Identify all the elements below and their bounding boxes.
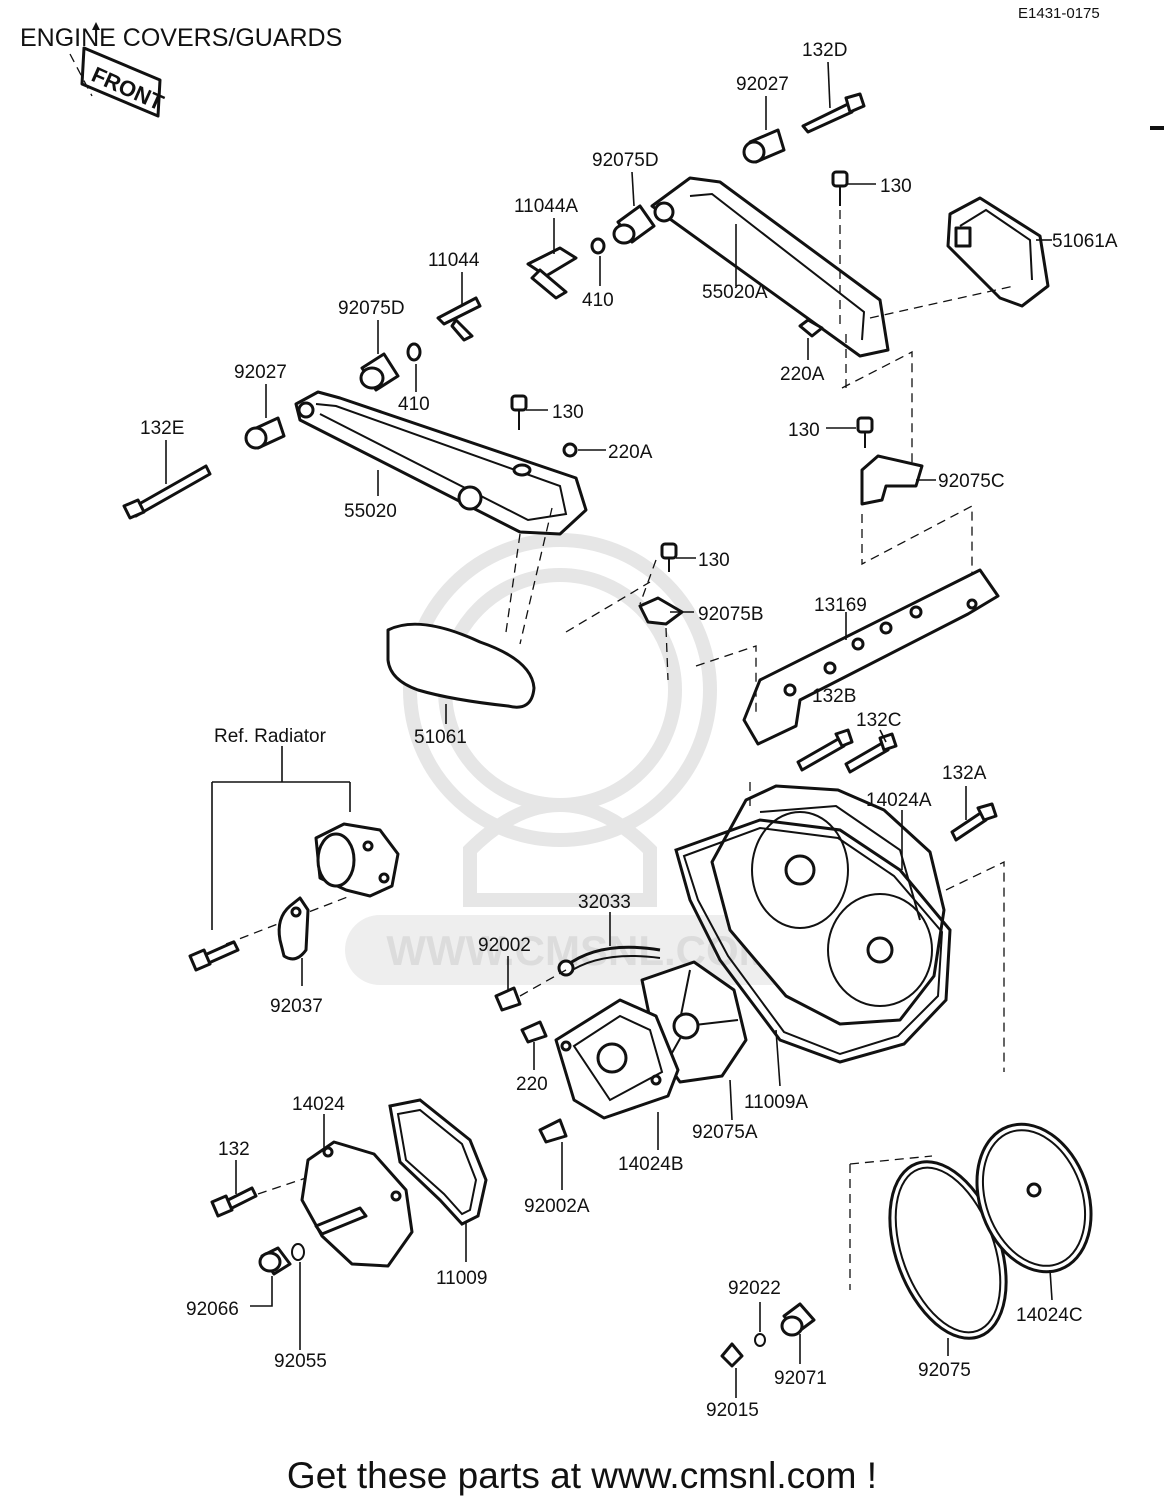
clamp-92037 <box>188 896 310 986</box>
nut-92015 <box>720 1342 744 1398</box>
bolt-132b <box>796 728 854 772</box>
label-92015: 92015 <box>706 1400 759 1421</box>
label-92037: 92037 <box>270 996 323 1017</box>
label-130-right: 130 <box>788 420 820 441</box>
label-92071: 92071 <box>774 1368 827 1389</box>
label-51061a: 51061A <box>1052 231 1118 252</box>
label-14024c: 14024C <box>1016 1305 1083 1326</box>
gasket-11009 <box>388 1098 488 1262</box>
guard-55020 <box>294 390 588 536</box>
pad-51061a <box>869 196 1052 319</box>
edge-mark <box>1150 126 1164 130</box>
gasket-11009a <box>674 818 952 1087</box>
cover-14024a <box>710 782 1005 1072</box>
label-11009a: 11009A <box>744 1092 808 1113</box>
label-132c: 132C <box>856 710 901 731</box>
label-51061: 51061 <box>414 727 467 748</box>
label-92075d-mid: 92075D <box>338 298 405 319</box>
label-92066: 92066 <box>186 1299 239 1320</box>
label-132b: 132B <box>812 686 856 707</box>
drawing-code: E1431-0175 <box>1018 5 1100 22</box>
nut-410-mid <box>406 342 422 392</box>
part-labels: 132D 92027 92075D 130 11044A 51061A 1104… <box>140 40 1118 1421</box>
page-title: ENGINE COVERS/GUARDS <box>20 24 342 52</box>
footer-link[interactable]: Get these parts at www.cmsnl.com ! <box>287 1455 877 1496</box>
bolt-132e <box>122 440 212 520</box>
clip-11044 <box>436 272 482 342</box>
label-220a-top: 220A <box>780 364 825 385</box>
bushing-92027-top <box>742 96 786 164</box>
label-55020: 55020 <box>344 501 397 522</box>
bracket-13169 <box>695 568 1000 746</box>
bolt-130-right <box>826 416 874 448</box>
label-132d: 132D <box>802 40 847 61</box>
bolt-220 <box>520 1020 548 1070</box>
label-14024a: 14024A <box>866 790 932 811</box>
cap-14024c <box>975 1122 1093 1301</box>
label-132a: 132A <box>942 763 987 784</box>
bolt-130-mid <box>510 394 548 477</box>
label-ref-radiator: Ref. Radiator <box>214 726 327 747</box>
label-13169: 13169 <box>814 595 867 616</box>
radiator-reference <box>211 746 400 945</box>
bolt-132d <box>801 61 866 134</box>
label-132: 132 <box>218 1139 250 1160</box>
label-92002a: 92002A <box>524 1196 590 1217</box>
label-11044a: 11044A <box>514 196 578 217</box>
bolt-132 <box>210 1160 307 1218</box>
label-220a-mid: 220A <box>608 442 653 463</box>
label-220: 220 <box>516 1074 548 1095</box>
label-14024b: 14024B <box>618 1154 684 1175</box>
label-130-top: 130 <box>880 176 912 197</box>
label-92027-top: 92027 <box>736 74 789 95</box>
label-32033: 32033 <box>578 892 631 913</box>
bolt-220a-mid <box>562 442 606 458</box>
label-130-low: 130 <box>698 550 730 571</box>
damper-92075d-top <box>612 171 656 245</box>
label-410-mid: 410 <box>398 394 430 415</box>
label-92022: 92022 <box>728 1278 781 1299</box>
label-410-top: 410 <box>582 290 614 311</box>
hose-32033 <box>557 912 661 977</box>
oring-92055 <box>291 1243 305 1350</box>
bolt-132a <box>950 786 998 842</box>
damper-92075d-mid <box>359 320 400 392</box>
pad-51061 <box>386 507 651 724</box>
plug-92066 <box>250 1246 292 1307</box>
bolt-220a-top <box>798 318 824 360</box>
label-92075d-top: 92075D <box>592 150 659 171</box>
bolt-132c <box>844 729 898 774</box>
plug-92071 <box>780 1302 816 1364</box>
label-14024: 14024 <box>292 1094 345 1115</box>
label-55020a: 55020A <box>702 282 768 303</box>
label-11009: 11009 <box>436 1268 487 1289</box>
bolt-92002a <box>538 1118 568 1190</box>
bolt-130-low <box>660 542 696 572</box>
label-92075b: 92075B <box>698 604 764 625</box>
label-130-mid: 130 <box>552 402 584 423</box>
bolt-130-top <box>831 170 876 388</box>
cover-14024b <box>554 998 680 1150</box>
bracket-92075b <box>638 559 694 681</box>
label-92002: 92002 <box>478 935 531 956</box>
label-11044: 11044 <box>428 250 480 271</box>
label-92055: 92055 <box>274 1351 327 1372</box>
bolt-92002 <box>494 956 567 1012</box>
label-92075: 92075 <box>918 1360 971 1381</box>
label-132e: 132E <box>140 418 184 439</box>
cover-14024 <box>300 1114 414 1268</box>
washer-92022 <box>754 1302 766 1347</box>
label-92027-mid: 92027 <box>234 362 287 383</box>
label-92075c: 92075C <box>938 471 1005 492</box>
bracket-92075c <box>860 454 973 590</box>
label-92075a: 92075A <box>692 1122 758 1143</box>
nut-410-top <box>590 237 606 286</box>
guard-55020a <box>650 176 890 358</box>
bushing-92027-mid <box>244 384 286 450</box>
clamp-11044a <box>526 218 578 300</box>
